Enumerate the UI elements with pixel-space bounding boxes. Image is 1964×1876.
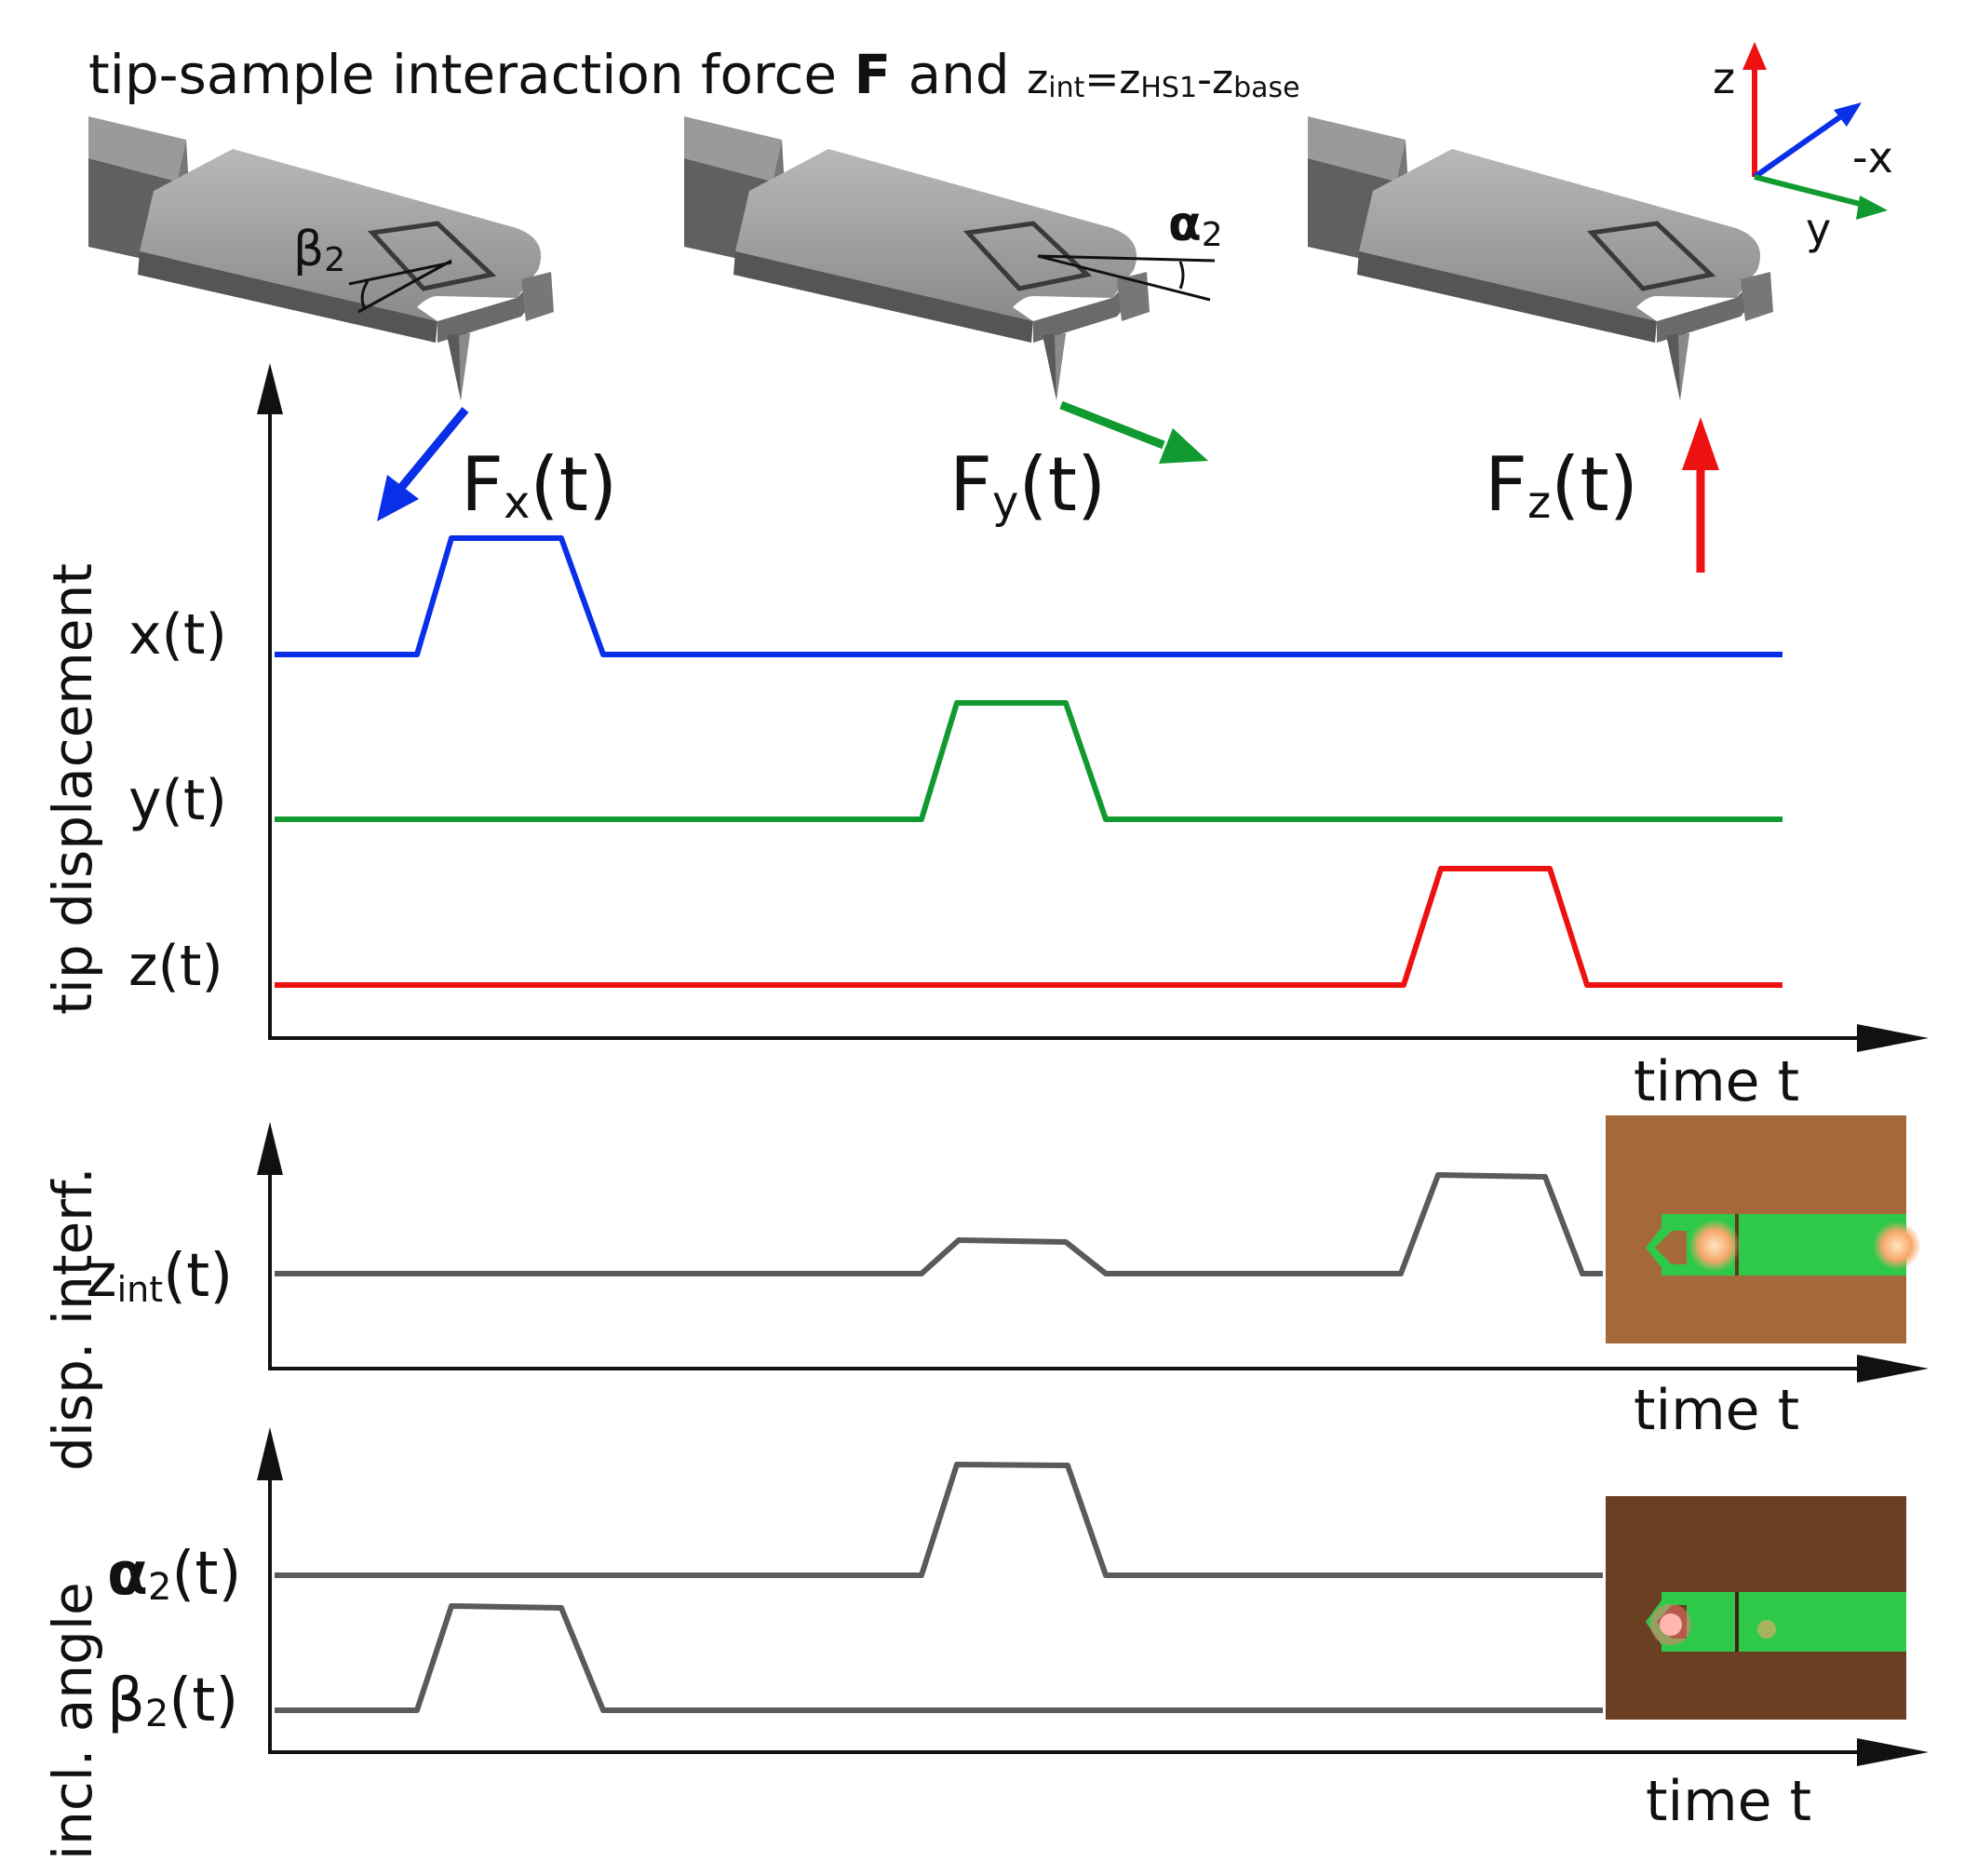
panel-tip-displacement: tip displacement time t x(t) y(t) z(t) [41,363,1929,1114]
panel3-y-axis-arrowhead [257,1427,283,1480]
signal-label-alpha: α2(t) [107,1540,241,1609]
panel2-y-label: disp. interf. [41,1167,104,1471]
force-label-x: Fx(t) [461,441,617,529]
panel1-y-axis-arrowhead [257,363,283,414]
panel1-y-label: tip displacement [41,563,104,1015]
force-label-y: Fy(t) [949,441,1106,529]
force-label-z: Fz(t) [1485,441,1638,529]
signal-trace-zint [275,1172,1603,1276]
signal-trace-y [275,700,1782,822]
panel-inclination-angle: time t α2(t) β2(t) [107,1427,1929,1834]
beta-label: β2 [293,222,345,279]
panel2-x-axis-arrowhead [1857,1355,1929,1383]
panel1-x-axis-arrowhead [1857,1024,1929,1052]
signal-label-zint: zint(t) [86,1242,233,1311]
signal-trace-z [275,866,1782,988]
alpha-angle-annotation: α2 [1037,196,1223,302]
panel3-x-axis-arrowhead [1857,1738,1929,1766]
signal-label-y: y(t) [128,768,227,833]
force-arrow-x [377,407,469,521]
y-axis-arrow [1754,174,1872,209]
signal-label-z: z(t) [128,934,223,999]
force-arrow-z [1682,417,1719,573]
cantilever-illustration-z [1308,116,1773,400]
signal-trace-alpha [275,1462,1603,1578]
beta-angle-annotation: β2 [293,222,452,314]
panel-interferometer: time t zint(t) [86,1122,1929,1443]
cantilever-illustration-y [684,116,1150,400]
figure-title: tip-sample interaction force F and zint=… [88,43,1300,106]
cantilever-illustration-x [88,116,554,400]
microscope-photo-interferometer [1606,1115,1921,1343]
panel1-x-label: time t [1634,1049,1799,1114]
neg-x-axis-arrow [1753,109,1850,180]
signal-trace-beta [275,1603,1603,1713]
signal-label-x: x(t) [128,602,227,668]
panel2-x-label: time t [1634,1378,1799,1443]
signal-label-beta: β2(t) [107,1667,238,1735]
force-arrow-y [1059,400,1208,464]
panel2-y-axis-arrowhead [257,1122,283,1175]
coordinate-axes-legend: z -x y [1713,42,1893,254]
z-axis-label: z [1713,53,1735,103]
neg-x-axis-label: -x [1852,132,1893,182]
panel3-y-label: incl. angle [41,1582,104,1860]
y-axis-label: y [1806,204,1831,254]
alpha-label: α2 [1168,196,1223,254]
signal-trace-x [275,535,1782,657]
panel3-x-label: time t [1646,1769,1811,1834]
microscope-photo-inclination [1606,1496,1906,1720]
